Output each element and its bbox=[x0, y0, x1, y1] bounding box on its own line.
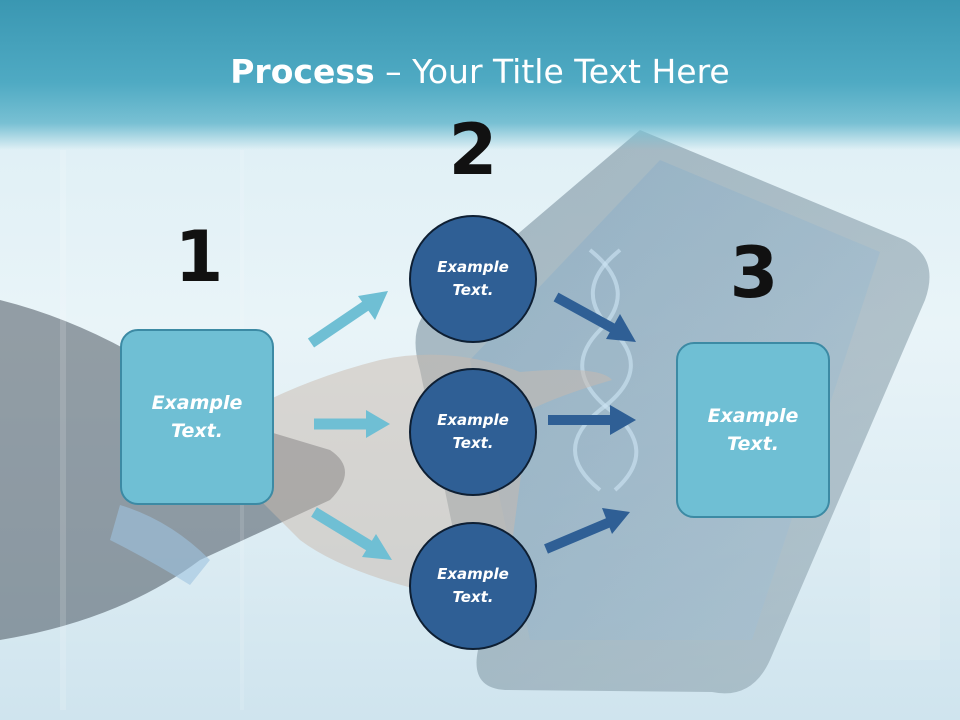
arrow-top-to-right bbox=[553, 292, 636, 342]
process-box-end: Example Text. bbox=[676, 342, 830, 518]
header-band bbox=[0, 0, 960, 150]
step-number-3: 3 bbox=[729, 232, 779, 314]
process-circle-top: Example Text. bbox=[409, 215, 537, 343]
process-box-start: Example Text. bbox=[120, 329, 274, 505]
process-circle-bottom-text: Example Text. bbox=[437, 564, 509, 606]
title-rest: – Your Title Text Here bbox=[374, 52, 730, 91]
arrow-left-to-middle bbox=[314, 410, 390, 438]
process-circle-top-text: Example Text. bbox=[437, 257, 509, 299]
slide-title: Process – Your Title Text Here bbox=[0, 52, 960, 91]
process-circle-middle-text: Example Text. bbox=[437, 410, 509, 452]
arrow-left-to-bottom bbox=[311, 507, 392, 560]
step-number-2: 2 bbox=[448, 109, 498, 191]
process-box-start-text: Example Text. bbox=[151, 391, 243, 443]
step-number-1: 1 bbox=[174, 216, 224, 298]
arrow-bottom-to-right bbox=[544, 508, 630, 554]
arrow-middle-to-right bbox=[548, 405, 636, 435]
process-circle-middle: Example Text. bbox=[409, 368, 537, 496]
process-box-end-text: Example Text. bbox=[707, 404, 799, 456]
title-bold: Process bbox=[230, 52, 375, 91]
process-circle-bottom: Example Text. bbox=[409, 522, 537, 650]
arrow-left-to-top bbox=[307, 291, 388, 348]
